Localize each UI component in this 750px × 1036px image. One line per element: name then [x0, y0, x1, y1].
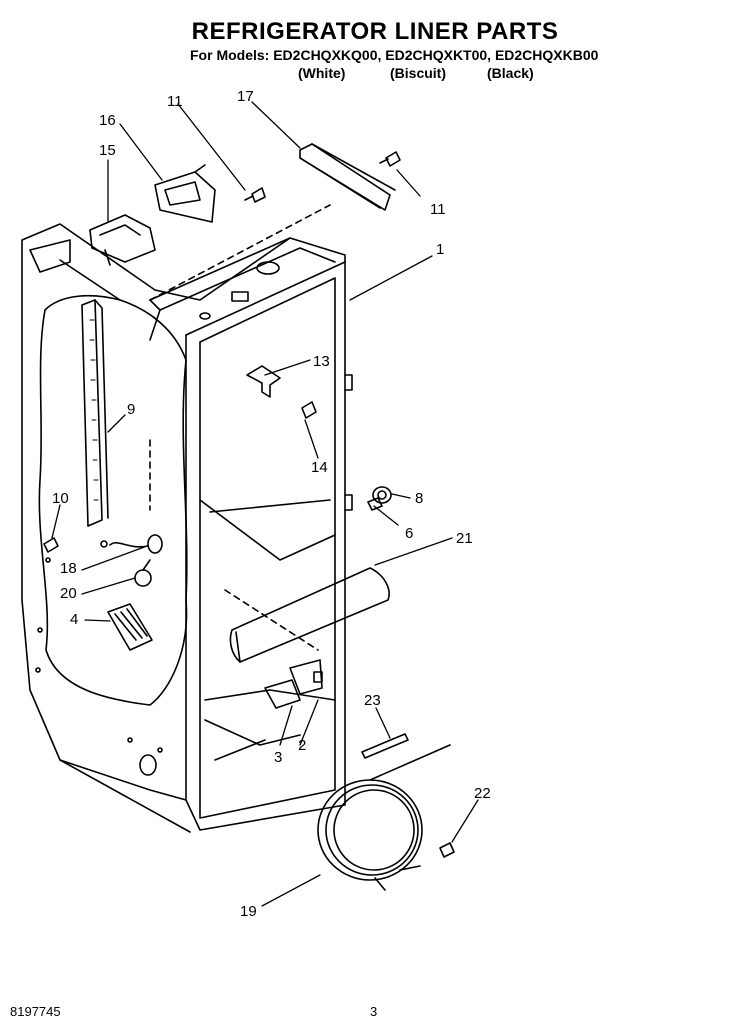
- part-13-hinge-bracket: [246, 365, 281, 398]
- callout-15: 15: [99, 142, 116, 159]
- part-2-clip: [289, 659, 323, 695]
- callout-1: 1: [436, 241, 444, 258]
- callout-4: 4: [70, 611, 78, 628]
- part-11-screw-top: [379, 151, 401, 167]
- callout-11b: 11: [430, 201, 446, 218]
- callout-21: 21: [456, 530, 473, 547]
- part-19-tubing-coil: [317, 744, 451, 891]
- callout-14: 14: [311, 459, 328, 476]
- callout-6: 6: [405, 525, 413, 542]
- callout-19: 19: [240, 903, 257, 920]
- callout-18: 18: [60, 560, 77, 577]
- part-21-rail-cover: [229, 567, 390, 663]
- callout-22: 22: [474, 785, 491, 802]
- part-11-screw-left: [244, 187, 266, 203]
- part-22-screw: [439, 842, 455, 858]
- callout-8: 8: [415, 490, 423, 507]
- part-20-light-bulb: [134, 559, 152, 587]
- callout-9: 9: [127, 401, 135, 418]
- callout-16: 16: [99, 112, 116, 129]
- part-6-screw: [367, 497, 383, 511]
- callout-2: 2: [298, 737, 306, 754]
- variant-biscuit: (Biscuit): [390, 65, 446, 81]
- part-18-light-socket: [100, 534, 163, 554]
- part-23-tie-strap: [361, 733, 409, 759]
- callout-10: 10: [52, 490, 69, 507]
- callout-23: 23: [364, 692, 381, 709]
- callout-labels: 11 17 16 15 11 1 13 14 9 10 8 6 21 18 20…: [52, 88, 491, 920]
- part-14-screw: [301, 401, 317, 419]
- callout-3: 3: [274, 749, 282, 766]
- part-15-light-housing: [89, 214, 156, 266]
- page-title: REFRIGERATOR LINER PARTS: [191, 18, 559, 45]
- leader-lines: [51, 101, 479, 907]
- variant-black: (Black): [487, 65, 534, 81]
- part-16-bracket: [154, 164, 216, 223]
- page-number: 3: [370, 1004, 378, 1019]
- callout-13: 13: [313, 353, 330, 370]
- part-17-channel: [299, 143, 396, 211]
- part-4-vent-grille: [107, 603, 153, 651]
- part-9-shelf-rail: [81, 299, 109, 527]
- document-number: 8197745: [10, 1004, 61, 1019]
- part-3-clip: [264, 679, 301, 709]
- callout-17: 17: [237, 88, 254, 105]
- callout-20: 20: [60, 585, 77, 602]
- liner-cabinet: [21, 204, 353, 833]
- part-8-grommet: [372, 486, 392, 504]
- variant-white: (White): [298, 65, 346, 81]
- model-list: For Models: ED2CHQXKQ00, ED2CHQXKT00, ED…: [190, 47, 599, 63]
- part-10-screw: [43, 537, 59, 553]
- callout-11a: 11: [167, 93, 183, 110]
